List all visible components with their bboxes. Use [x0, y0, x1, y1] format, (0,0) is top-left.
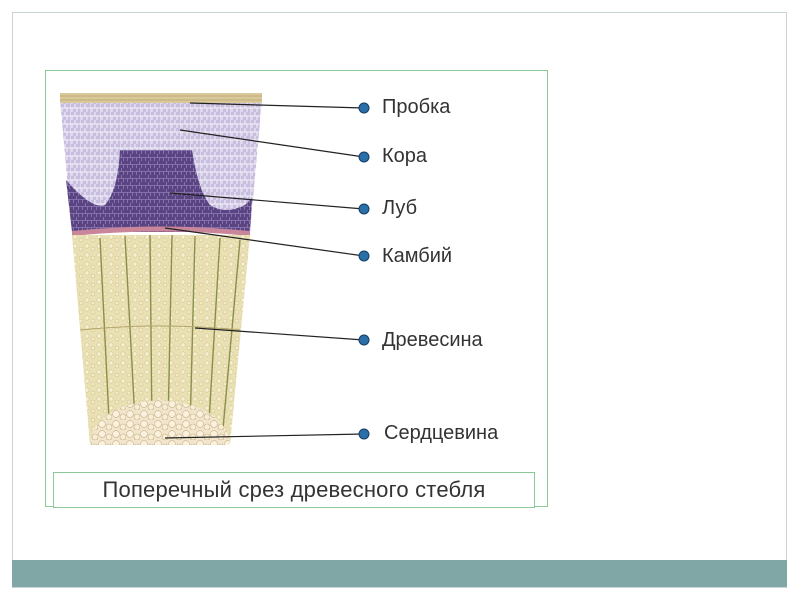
label-wood: Древесина [382, 329, 483, 352]
marker-dot [359, 152, 369, 162]
label-pith: Сердцевина [384, 422, 498, 445]
markers [359, 103, 369, 439]
cork-layer [60, 93, 262, 103]
label-cambium: Камбий [382, 245, 452, 268]
label-cork: Пробка [382, 96, 450, 119]
label-bark: Кора [382, 145, 427, 168]
figure-caption: Поперечный срез древесного стебля [53, 472, 535, 508]
label-phloem: Луб [382, 197, 417, 220]
marker-dot [359, 251, 369, 261]
marker-dot [359, 204, 369, 214]
marker-dot [359, 335, 369, 345]
marker-dot [359, 103, 369, 113]
marker-dot [359, 429, 369, 439]
